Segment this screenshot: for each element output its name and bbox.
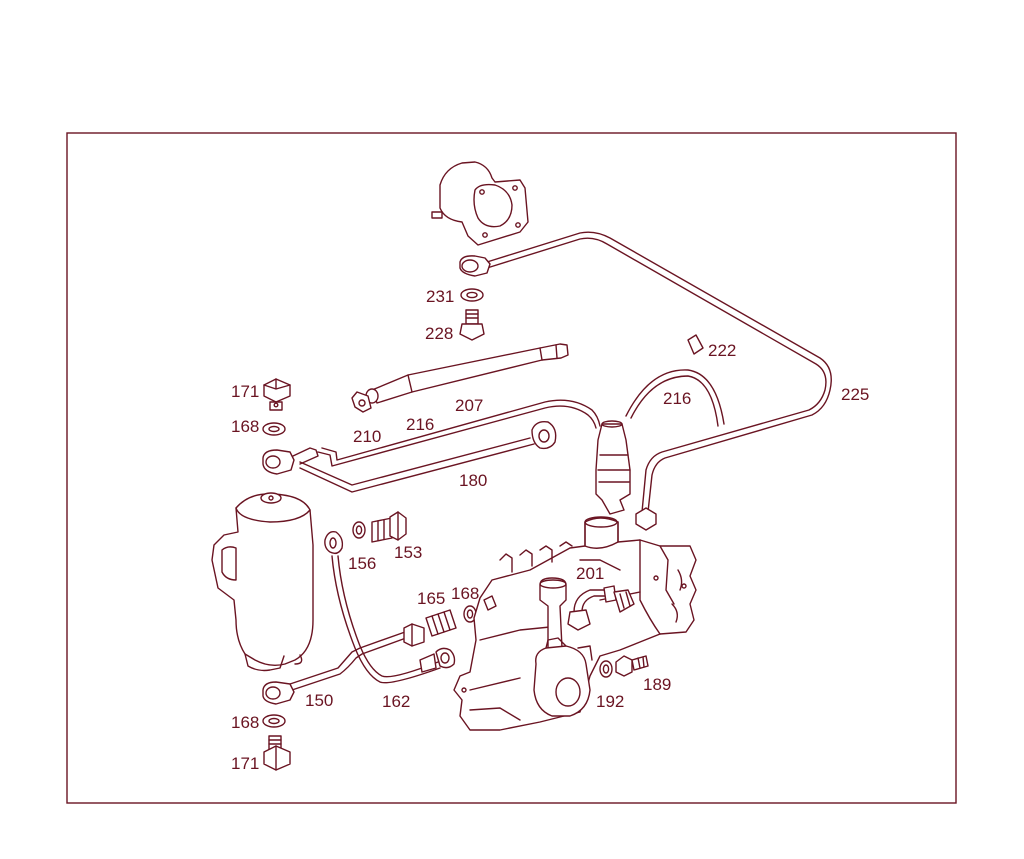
label-216-left: 216: [406, 415, 434, 434]
bolt-228: [459, 309, 485, 341]
pipe-150: [262, 530, 441, 705]
bolt-171-top: [263, 378, 291, 411]
label-168-mid: 168: [451, 584, 479, 603]
washer-192: [599, 660, 613, 678]
label-207: 207: [455, 396, 483, 415]
shaft-207: [365, 343, 569, 404]
fitting-153: [371, 511, 407, 543]
pipe-180: [262, 420, 557, 493]
label-168-top: 168: [231, 417, 259, 436]
flange-housing: [431, 161, 529, 246]
label-153: 153: [394, 543, 422, 562]
label-162: 162: [382, 692, 410, 711]
hose-216: [625, 369, 725, 427]
label-231: 231: [426, 287, 454, 306]
label-150: 150: [305, 691, 333, 710]
fuel-filter: [211, 492, 314, 672]
diagram-frame: [66, 132, 957, 804]
washer-156: [352, 521, 366, 539]
label-225: 225: [841, 385, 869, 404]
label-216-right: 216: [663, 389, 691, 408]
pipe-162-end: [419, 647, 456, 673]
label-180: 180: [459, 471, 487, 490]
washer-231: [460, 288, 484, 302]
label-165: 165: [417, 589, 445, 608]
label-171-top: 171: [231, 382, 259, 401]
label-228: 228: [425, 324, 453, 343]
fitting-165: [425, 609, 457, 637]
label-168-bottom: 168: [231, 713, 259, 732]
label-192: 192: [596, 692, 624, 711]
hand-pump: [533, 577, 593, 717]
bolt-189: [615, 655, 649, 677]
injector-nozzle: [595, 420, 631, 515]
bolt-171-bottom: [263, 735, 291, 771]
label-201: 201: [576, 564, 604, 583]
pipe-225: [459, 231, 832, 531]
label-210: 210: [353, 427, 381, 446]
washer-168-bottom: [262, 714, 286, 728]
clip-222: [687, 334, 704, 355]
pipe-201: [567, 585, 635, 631]
label-171-bottom: 171: [231, 754, 259, 773]
label-189: 189: [643, 675, 671, 694]
lever-210: [351, 391, 372, 413]
label-222: 222: [708, 341, 736, 360]
washer-168-mid: [463, 605, 477, 623]
washer-168-top: [262, 422, 286, 436]
label-156: 156: [348, 554, 376, 573]
pipe-216-left: [317, 399, 601, 467]
